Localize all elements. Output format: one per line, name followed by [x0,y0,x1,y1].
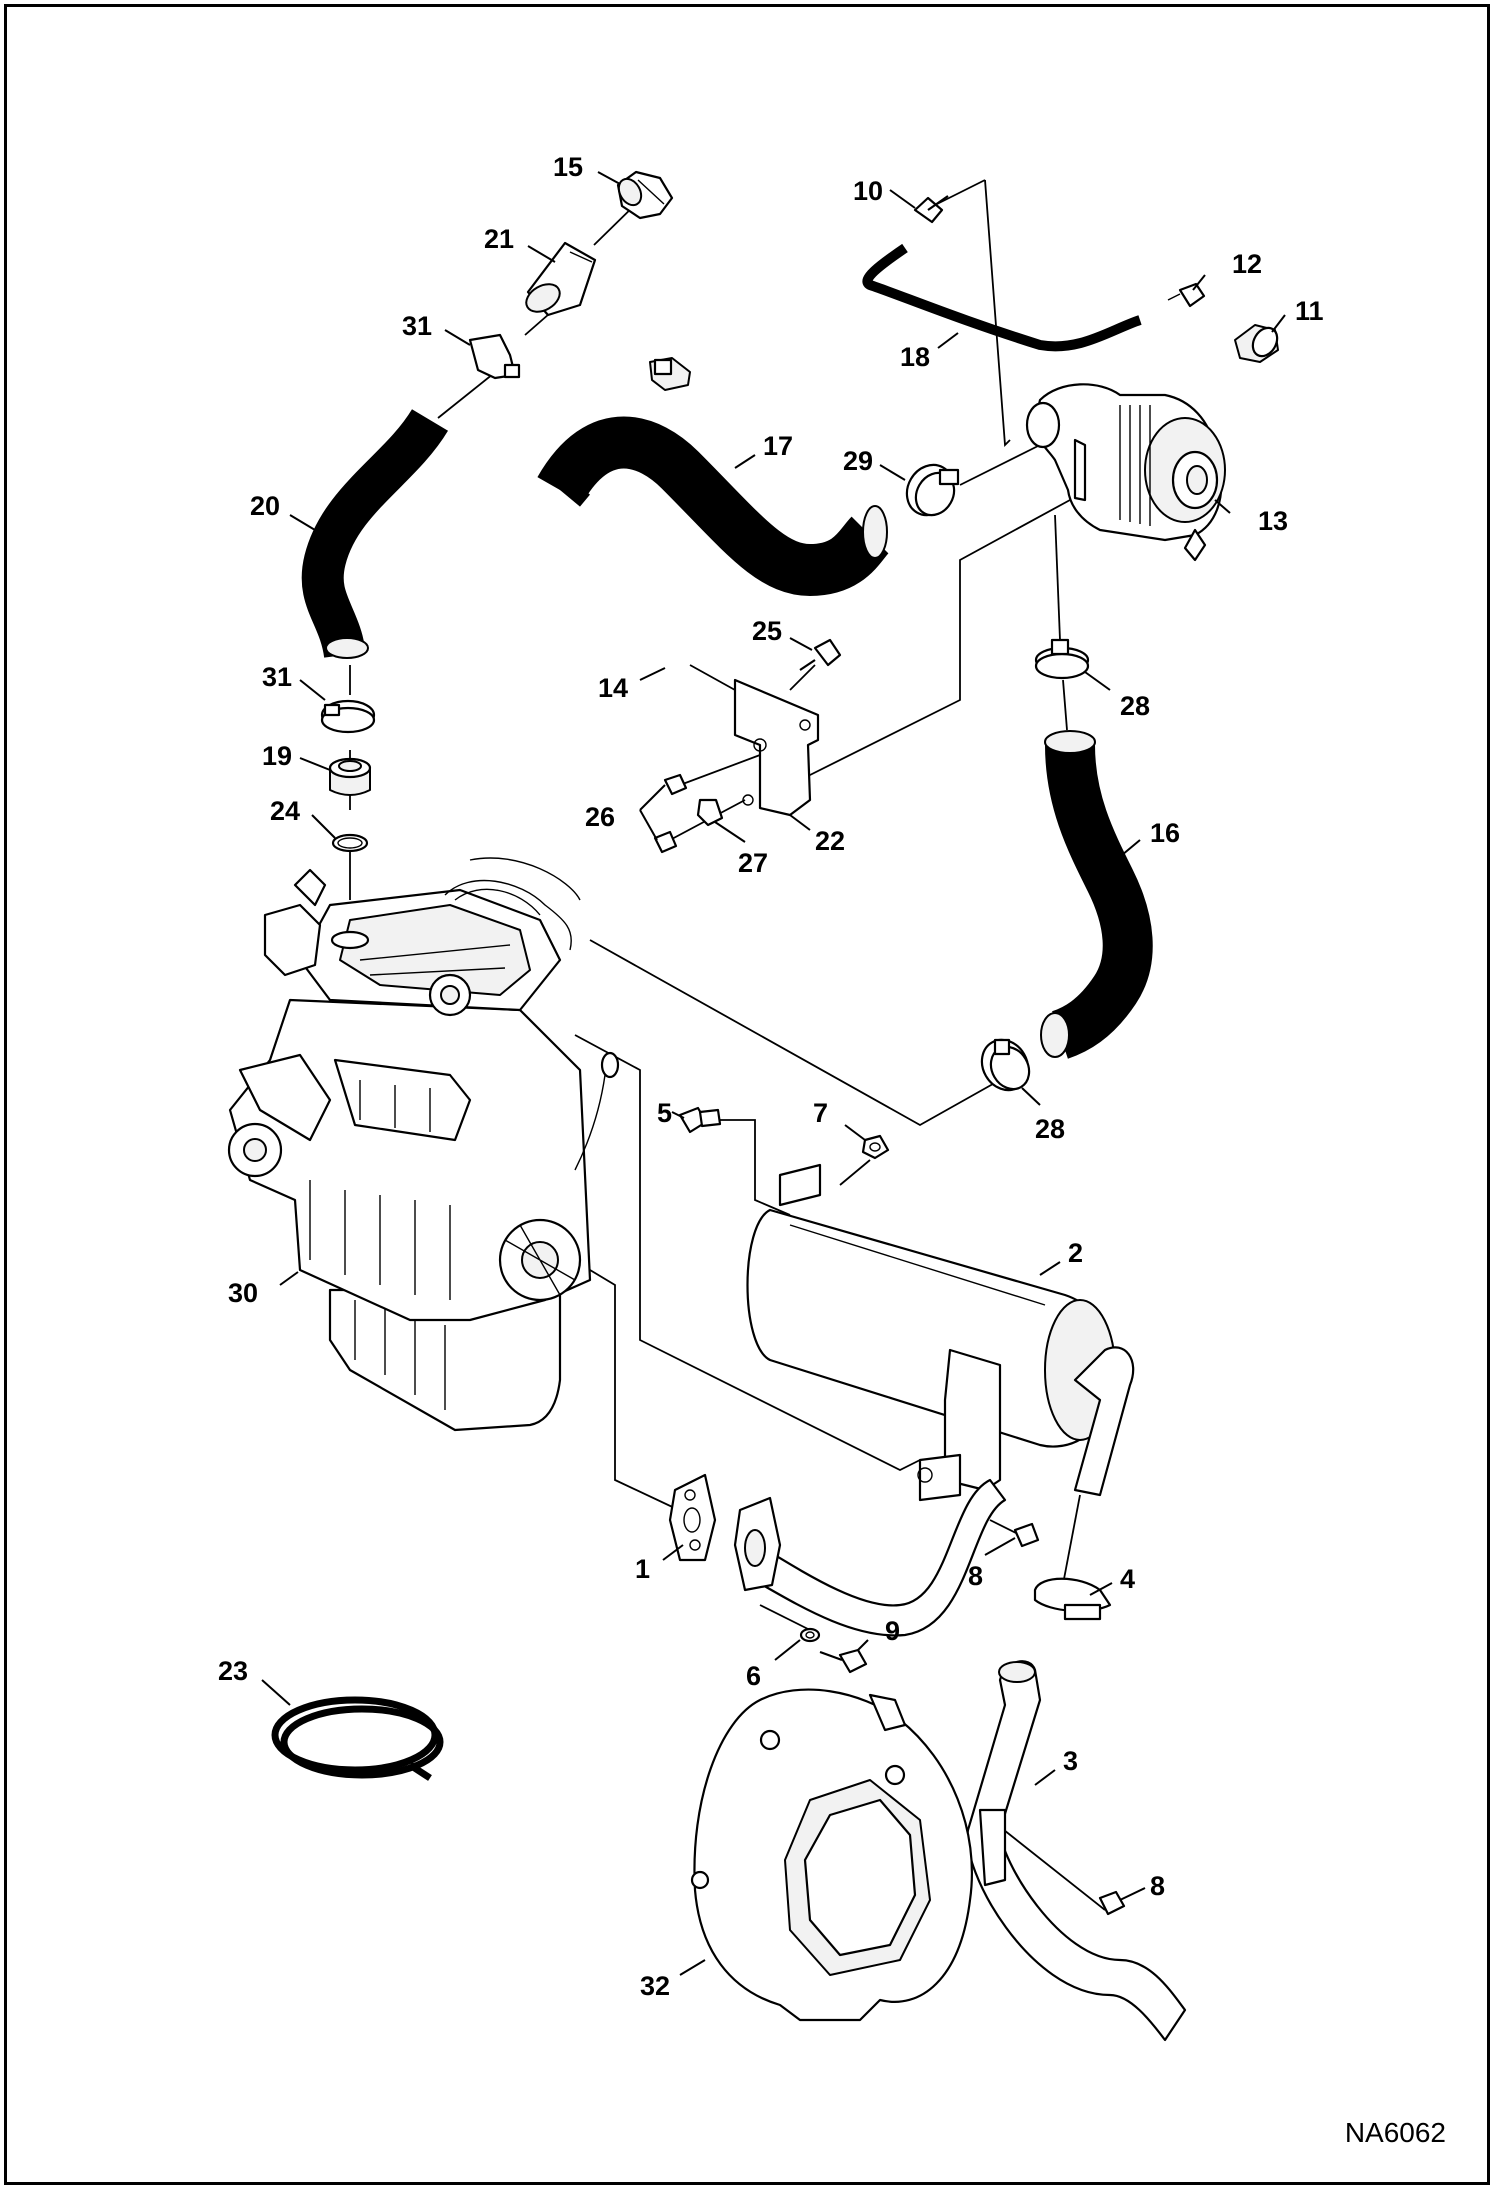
callout-14: 14 [598,673,628,703]
callout-31-upper: 31 [402,311,432,341]
callout-15: 15 [553,152,583,182]
callout-31-lower: 31 [262,662,292,692]
part-2-muffler [743,1163,1135,1637]
callout-29: 29 [843,446,873,476]
part-28-clamp-upper [1034,638,1090,680]
part-11-cap [1234,324,1279,363]
callout-18: 18 [900,342,930,372]
callout-3: 3 [1063,1746,1078,1776]
callout-28-lower: 28 [1035,1114,1065,1144]
callout-8-upper: 8 [968,1561,983,1591]
callout-8-lower: 8 [1150,1871,1165,1901]
part-4-clamp [1033,1577,1112,1621]
callout-11: 11 [1295,296,1324,326]
part-8-bolt-lower [1098,1890,1126,1916]
leader-lines [261,171,1286,1976]
part-1-gasket [668,1473,717,1562]
part-22-bracket [733,678,820,817]
callout-28-upper: 28 [1120,691,1150,721]
part-9-bolt [819,1648,868,1674]
callout-22: 22 [815,826,845,856]
callout-25: 25 [752,616,782,646]
part-28-clamp-lower [980,1038,1031,1092]
diagram-frame [4,4,1490,2185]
part-20-hose [301,408,449,659]
callout-23: 23 [218,1656,248,1686]
callout-9: 9 [885,1616,900,1646]
part-14-sensor [649,357,691,391]
part-24-o-ring [331,833,369,853]
callout-10: 10 [853,176,883,206]
part-18-hose [862,243,1142,352]
callout-19: 19 [262,741,292,771]
callout-4: 4 [1120,1564,1135,1594]
part-13-air-cleaner [1025,383,1226,562]
callout-13: 13 [1258,506,1288,536]
part-17-hose [537,416,890,596]
part-32-cover [690,1688,974,2022]
callout-27: 27 [738,848,768,878]
callout-24: 24 [270,796,300,826]
part-15-cap [616,170,674,220]
callout-1: 1 [635,1554,650,1584]
callout-16: 16 [1150,818,1180,848]
callout-30: 30 [228,1278,258,1308]
part-29-clamp [905,463,960,517]
part-5-bolt [678,1106,722,1134]
callout-numbers: 15 21 31 20 31 19 24 10 12 11 18 13 17 2… [218,152,1324,2001]
callout-7: 7 [813,1098,828,1128]
part-21-connector [525,241,597,317]
callout-2: 2 [1068,1238,1083,1268]
part-25-bolt [799,638,842,671]
callout-12: 12 [1232,249,1262,279]
part-27-clip [696,798,724,827]
part-6-washer [799,1627,821,1643]
part-19-fitting [328,757,372,796]
part-23-hose-coil [271,1696,444,1781]
callout-17: 17 [763,431,793,461]
callout-32: 32 [640,1971,670,2001]
part-8-bolt-upper [1013,1522,1040,1548]
part-26-bolts [653,773,688,854]
part-10-fitting [913,195,949,224]
part-12-fitting [1167,282,1206,308]
part-30-engine [227,857,620,1432]
document-code: NA6062 [1344,2117,1446,2148]
callout-20: 20 [250,491,280,521]
part-7-nut [861,1134,890,1160]
part-31-clamp-upper [468,333,521,380]
callout-21: 21 [484,224,514,254]
callout-26: 26 [585,802,615,832]
part-31-clamp-lower [320,699,376,734]
part-3-tail-pipe [966,1660,1187,2042]
part-inlet-flange [733,1496,782,1592]
callout-6: 6 [746,1661,761,1691]
callout-5: 5 [657,1098,672,1128]
part-16-hose [1040,730,1153,1059]
